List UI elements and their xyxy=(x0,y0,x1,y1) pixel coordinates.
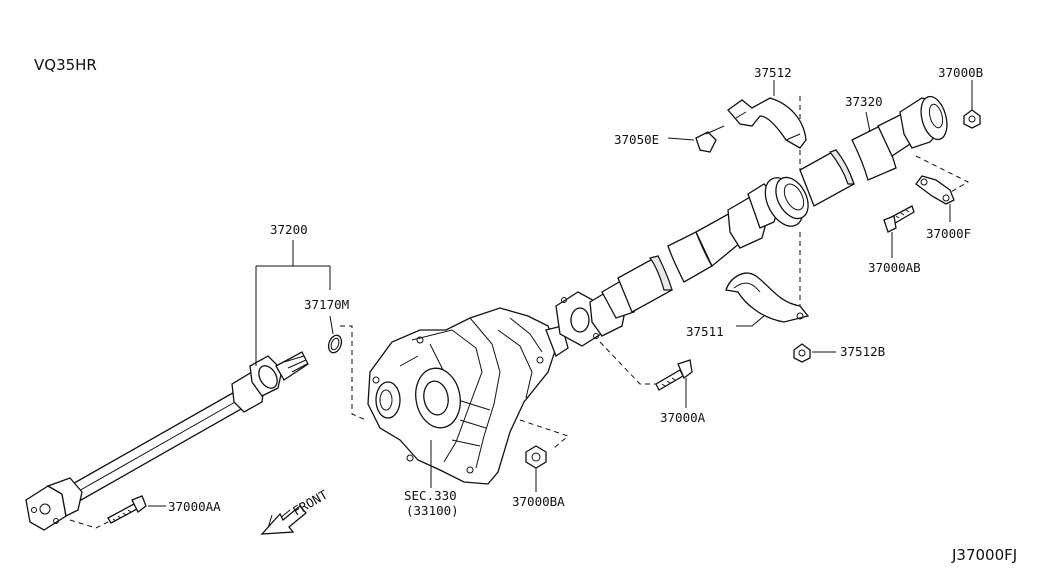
bolt-37000AB xyxy=(883,205,915,258)
label-37000AA: 37000AA xyxy=(168,499,221,514)
label-37511: 37511 xyxy=(686,324,724,339)
front-propeller-shaft xyxy=(25,240,331,531)
support-37511 xyxy=(725,272,810,327)
transfer-case xyxy=(367,307,569,488)
nut-37000BA xyxy=(525,445,547,492)
nut-37512B xyxy=(793,343,836,363)
label-37000BA: 37000BA xyxy=(512,494,565,509)
front-arrow: FRONT xyxy=(260,487,330,535)
washer-37000F xyxy=(915,175,955,222)
label-37512: 37512 xyxy=(754,65,792,80)
label-37050E: 37050E xyxy=(614,132,659,147)
engine-label: VQ35HR xyxy=(34,56,97,74)
clip-37050E xyxy=(667,125,725,153)
front-flange-yoke xyxy=(25,477,83,531)
rear-universal-joint xyxy=(231,351,309,413)
label-37200: 37200 xyxy=(270,222,308,237)
center-bearing xyxy=(764,176,809,227)
front-label: FRONT xyxy=(290,487,330,519)
label-37000F: 37000F xyxy=(926,226,971,241)
rear-end-flange xyxy=(899,95,948,149)
label-sec330: SEC.330 xyxy=(404,488,457,503)
bolt-37000A xyxy=(655,359,693,408)
label-37000AB: 37000AB xyxy=(868,260,921,275)
bracket-37512 xyxy=(727,80,807,149)
bolt-37000AA xyxy=(107,495,166,524)
label-37512B: 37512B xyxy=(840,344,885,359)
label-37320: 37320 xyxy=(845,94,883,109)
rear-propeller-shaft xyxy=(555,95,948,347)
nut-37000B xyxy=(963,80,981,129)
o-ring-37170M xyxy=(327,315,343,354)
label-37000B: 37000B xyxy=(938,65,983,80)
label-37170M: 37170M xyxy=(304,297,349,312)
label-sec330-sub: (33100) xyxy=(406,503,459,518)
diagram-code: J37000FJ xyxy=(951,546,1017,564)
label-37000A: 37000A xyxy=(660,410,706,425)
